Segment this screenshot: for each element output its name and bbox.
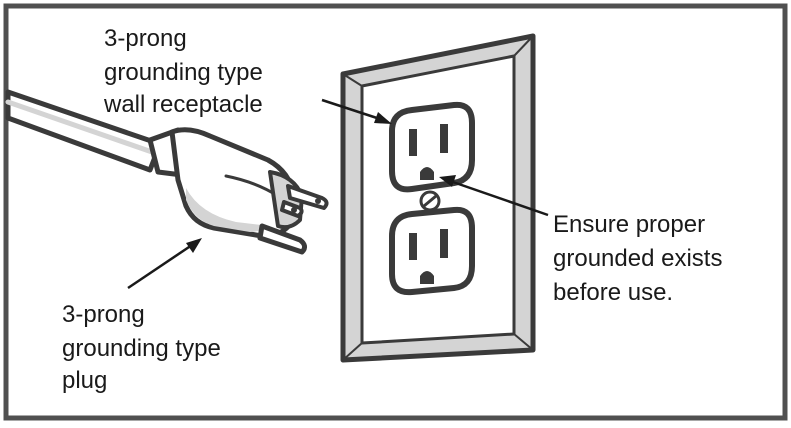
receptacle-label-line-3: wall receptacle (103, 91, 263, 118)
plug-label-line-1: 3-prong (62, 301, 145, 328)
plug-arrow (127, 238, 202, 290)
plug-ground-pin (257, 223, 308, 255)
lower-outlet (389, 206, 475, 296)
ground-hole-arrow (439, 175, 549, 217)
plug-label: 3-prong grounding type plug (62, 301, 221, 394)
note-label-line-1: Ensure proper (553, 211, 705, 238)
upper-outlet-face (389, 101, 475, 193)
lower-outlet-left-slot (409, 233, 417, 260)
lower-outlet-face (389, 206, 475, 296)
upper-outlet (389, 101, 475, 193)
lower-outlet-right-slot (440, 229, 448, 258)
receptacle-label-line-2: grounding type (104, 59, 263, 86)
center-screw (419, 190, 441, 212)
receptacle-label-line-1: 3-prong (104, 25, 187, 52)
receptacle-arrow (321, 98, 392, 124)
note-label: Ensure proper grounded exists before use… (553, 211, 722, 306)
plug-label-line-2: grounding type (62, 335, 221, 362)
upper-outlet-left-slot (409, 129, 417, 156)
note-label-line-3: before use. (553, 279, 673, 306)
lower-outlet-ground-hole (420, 271, 434, 284)
plug-cord (5, 89, 329, 255)
note-label-line-2: grounded exists (553, 245, 722, 272)
plug-label-line-3: plug (62, 367, 107, 394)
upper-outlet-right-slot (440, 124, 448, 153)
upper-outlet-ground-hole (420, 167, 434, 180)
receptacle-label: 3-prong grounding type wall receptacle (103, 25, 263, 118)
